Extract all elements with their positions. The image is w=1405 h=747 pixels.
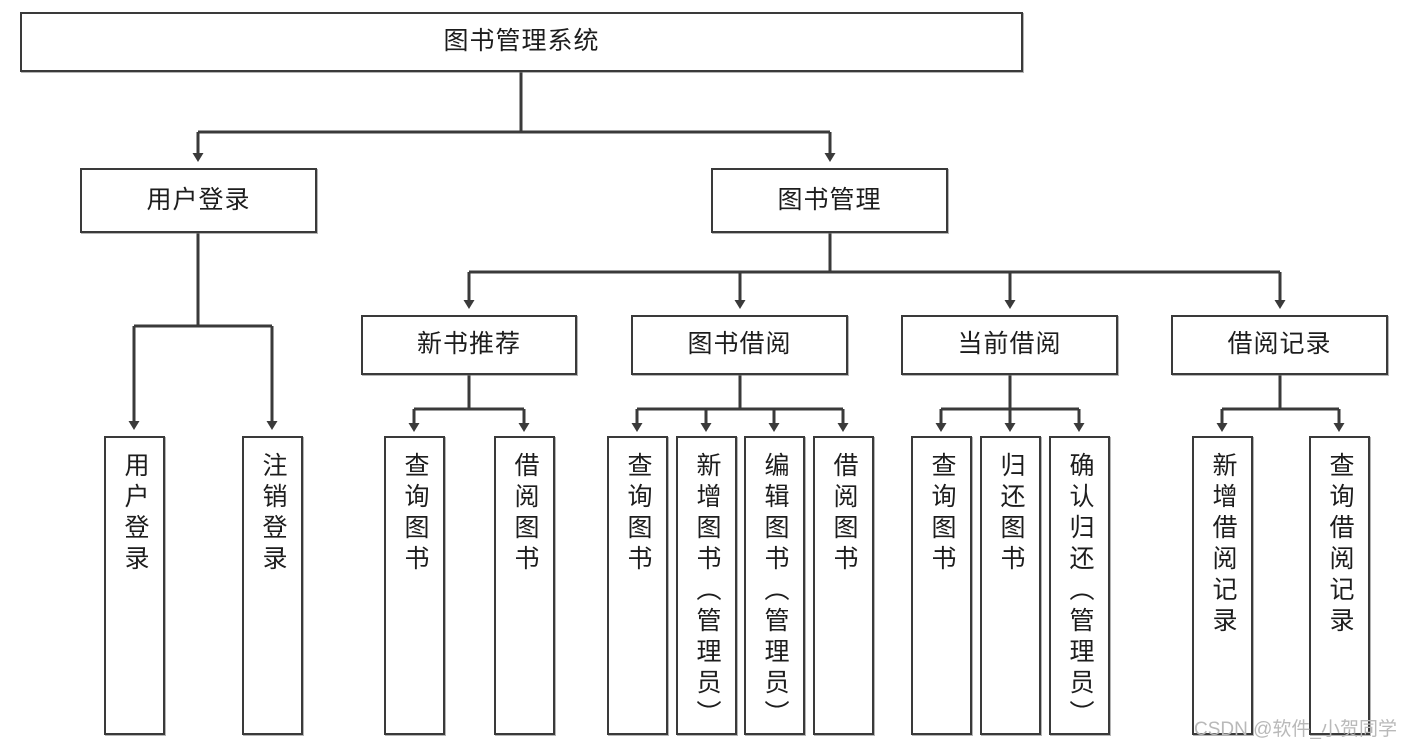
node-label: 图书管理系统 xyxy=(443,27,600,56)
node-root-book-management-system[interactable]: 图书管理系统 xyxy=(20,12,1023,72)
node-label: 查询图书 xyxy=(401,452,429,576)
leaf-book-borrow-edit-book-admin[interactable]: 编辑图书（管理员） xyxy=(744,436,805,735)
node-current-borrow[interactable]: 当前借阅 xyxy=(901,315,1118,375)
leaf-book-borrow-borrow-book[interactable]: 借阅图书 xyxy=(813,436,874,735)
node-label: 当前借阅 xyxy=(957,330,1062,359)
node-label: 查询图书 xyxy=(624,452,652,576)
leaf-current-borrow-query-book[interactable]: 查询图书 xyxy=(911,436,972,735)
node-label: 图书借阅 xyxy=(687,330,792,359)
node-label: 新书推荐 xyxy=(416,330,521,359)
leaf-user-login-login[interactable]: 用户登录 xyxy=(104,436,165,735)
node-user-login[interactable]: 用户登录 xyxy=(80,168,317,233)
node-label: 借阅图书 xyxy=(511,452,539,576)
leaf-borrow-record-query-record[interactable]: 查询借阅记录 xyxy=(1309,436,1370,735)
node-label: 用户登录 xyxy=(121,452,149,576)
leaf-current-borrow-return-book[interactable]: 归还图书 xyxy=(980,436,1041,735)
node-label: 查询借阅记录 xyxy=(1326,452,1354,638)
leaf-borrow-record-add-record[interactable]: 新增借阅记录 xyxy=(1192,436,1253,735)
node-label: 查询图书 xyxy=(928,452,956,576)
leaf-book-borrow-add-book-admin[interactable]: 新增图书（管理员） xyxy=(676,436,737,735)
node-label: 归还图书 xyxy=(997,452,1025,576)
node-label: 借阅记录 xyxy=(1227,330,1332,359)
node-label: 新增借阅记录 xyxy=(1209,452,1237,638)
watermark-text: CSDN @软件_小贺同学 xyxy=(1194,719,1397,740)
leaf-book-borrow-query-book[interactable]: 查询图书 xyxy=(607,436,668,735)
leaf-new-book-query-book[interactable]: 查询图书 xyxy=(384,436,445,735)
node-label: 新增图书（管理员） xyxy=(693,452,721,731)
node-label: 借阅图书 xyxy=(830,452,858,576)
node-label: 用户登录 xyxy=(146,185,251,214)
node-borrow-record[interactable]: 借阅记录 xyxy=(1171,315,1388,375)
node-label: 注销登录 xyxy=(259,452,287,576)
node-label: 确认归还（管理员） xyxy=(1066,452,1094,731)
leaf-current-borrow-confirm-return-admin[interactable]: 确认归还（管理员） xyxy=(1049,436,1110,735)
leaf-user-login-logout[interactable]: 注销登录 xyxy=(242,436,303,735)
node-label: 编辑图书（管理员） xyxy=(761,452,789,731)
leaf-new-book-borrow-book[interactable]: 借阅图书 xyxy=(494,436,555,735)
node-book-borrow[interactable]: 图书借阅 xyxy=(631,315,848,375)
node-book-management[interactable]: 图书管理 xyxy=(711,168,948,233)
node-label: 图书管理 xyxy=(777,185,882,214)
node-new-book-recommend[interactable]: 新书推荐 xyxy=(361,315,577,375)
